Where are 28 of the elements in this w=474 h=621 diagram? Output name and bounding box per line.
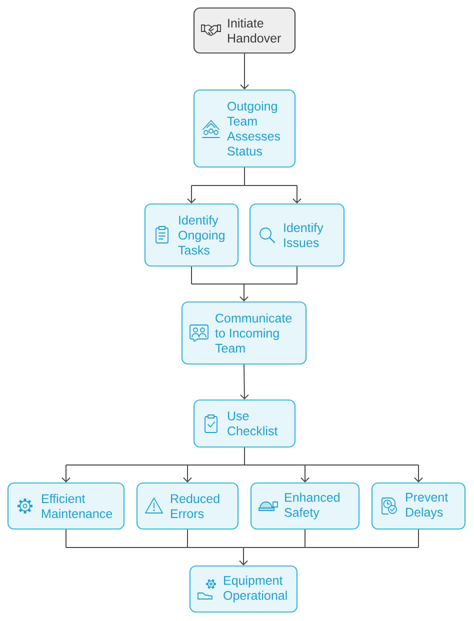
process-box: Use Checklist [193, 399, 296, 448]
process-box: Equipment Operational [189, 565, 298, 613]
process-box: Enhanced Safety [250, 482, 360, 530]
process-box: Reduced Errors [136, 482, 239, 530]
connector-line [66, 447, 419, 466]
process-box: Outgoing Team Assesses Status [193, 89, 296, 168]
process-box: Efficient Maintenance [7, 482, 125, 530]
arrow [62, 464, 70, 482]
connector-line [304, 529, 306, 548]
process-box: Identify Issues [249, 203, 345, 267]
arrow [414, 464, 423, 482]
connector-line [296, 266, 298, 284]
arrow [191, 284, 298, 302]
arrow [66, 547, 419, 566]
arrow [240, 53, 249, 90]
process-box: Communicate to Incoming Team [181, 301, 307, 365]
arrow [300, 464, 310, 482]
connector-line [191, 167, 298, 186]
arrow [292, 185, 302, 204]
arrow [240, 364, 249, 400]
process-box: Prevent Delays [371, 482, 466, 530]
connector-line [418, 529, 419, 548]
process-box: Identify Ongoing Tasks [144, 203, 239, 267]
arrow [183, 464, 192, 482]
start-box: Initiate Handover [193, 7, 296, 54]
arrow [187, 185, 196, 204]
connector-line [187, 529, 188, 548]
connector-line [191, 266, 192, 284]
